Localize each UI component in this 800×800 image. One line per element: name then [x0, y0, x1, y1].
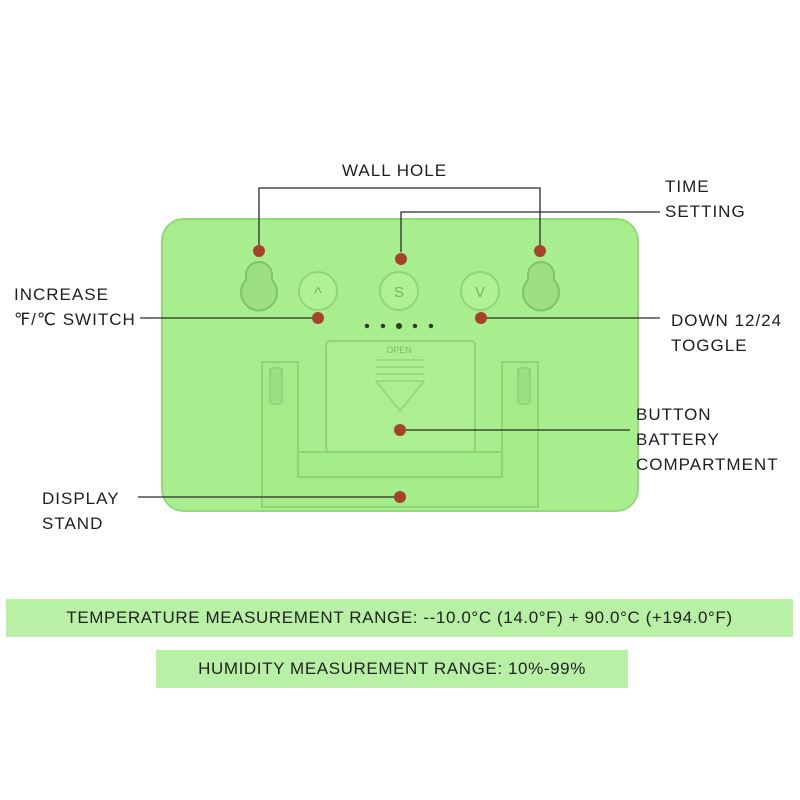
battery-cover-open-text: OPEN — [386, 345, 412, 355]
set-button-symbol: S — [394, 284, 404, 301]
callout-time-setting: TIME SETTING — [665, 177, 746, 221]
callout-down-toggle: DOWN 12/24 TOGGLE — [671, 311, 783, 355]
marker-increase-switch — [312, 312, 324, 324]
marker-down-toggle — [475, 312, 487, 324]
marker-wall-hole-left — [253, 245, 265, 257]
wall-hole-left — [240, 260, 278, 312]
temperature-range-banner: TEMPERATURE MEASUREMENT RANGE: --10.0°C … — [6, 599, 793, 637]
marker-battery — [394, 424, 406, 436]
set-button[interactable] — [379, 271, 419, 311]
battery-cover — [325, 340, 476, 453]
up-button[interactable] — [298, 271, 338, 311]
down-button-symbol: V — [475, 284, 485, 301]
speaker-holes — [364, 323, 434, 329]
callout-markers — [253, 245, 546, 503]
up-button-symbol: ^ — [314, 285, 322, 302]
wall-hole-right — [522, 260, 560, 312]
callout-increase-switch: INCREASE ℉/℃ SWITCH — [14, 285, 136, 329]
down-button[interactable] — [460, 271, 500, 311]
humidity-range-banner: HUMIDITY MEASUREMENT RANGE: 10%-99% — [156, 650, 628, 688]
leader-lines — [138, 187, 660, 498]
display-stand-frame — [261, 361, 539, 508]
marker-display-stand — [394, 491, 406, 503]
battery-cover-arrow — [374, 359, 426, 413]
callout-battery-compartment: BUTTON BATTERY COMPARTMENT — [636, 405, 779, 474]
callout-display-stand: DISPLAY STAND — [42, 489, 120, 533]
marker-time-setting — [395, 253, 407, 265]
marker-wall-hole-right — [534, 245, 546, 257]
callout-wall-hole: WALL HOLE — [342, 161, 448, 180]
